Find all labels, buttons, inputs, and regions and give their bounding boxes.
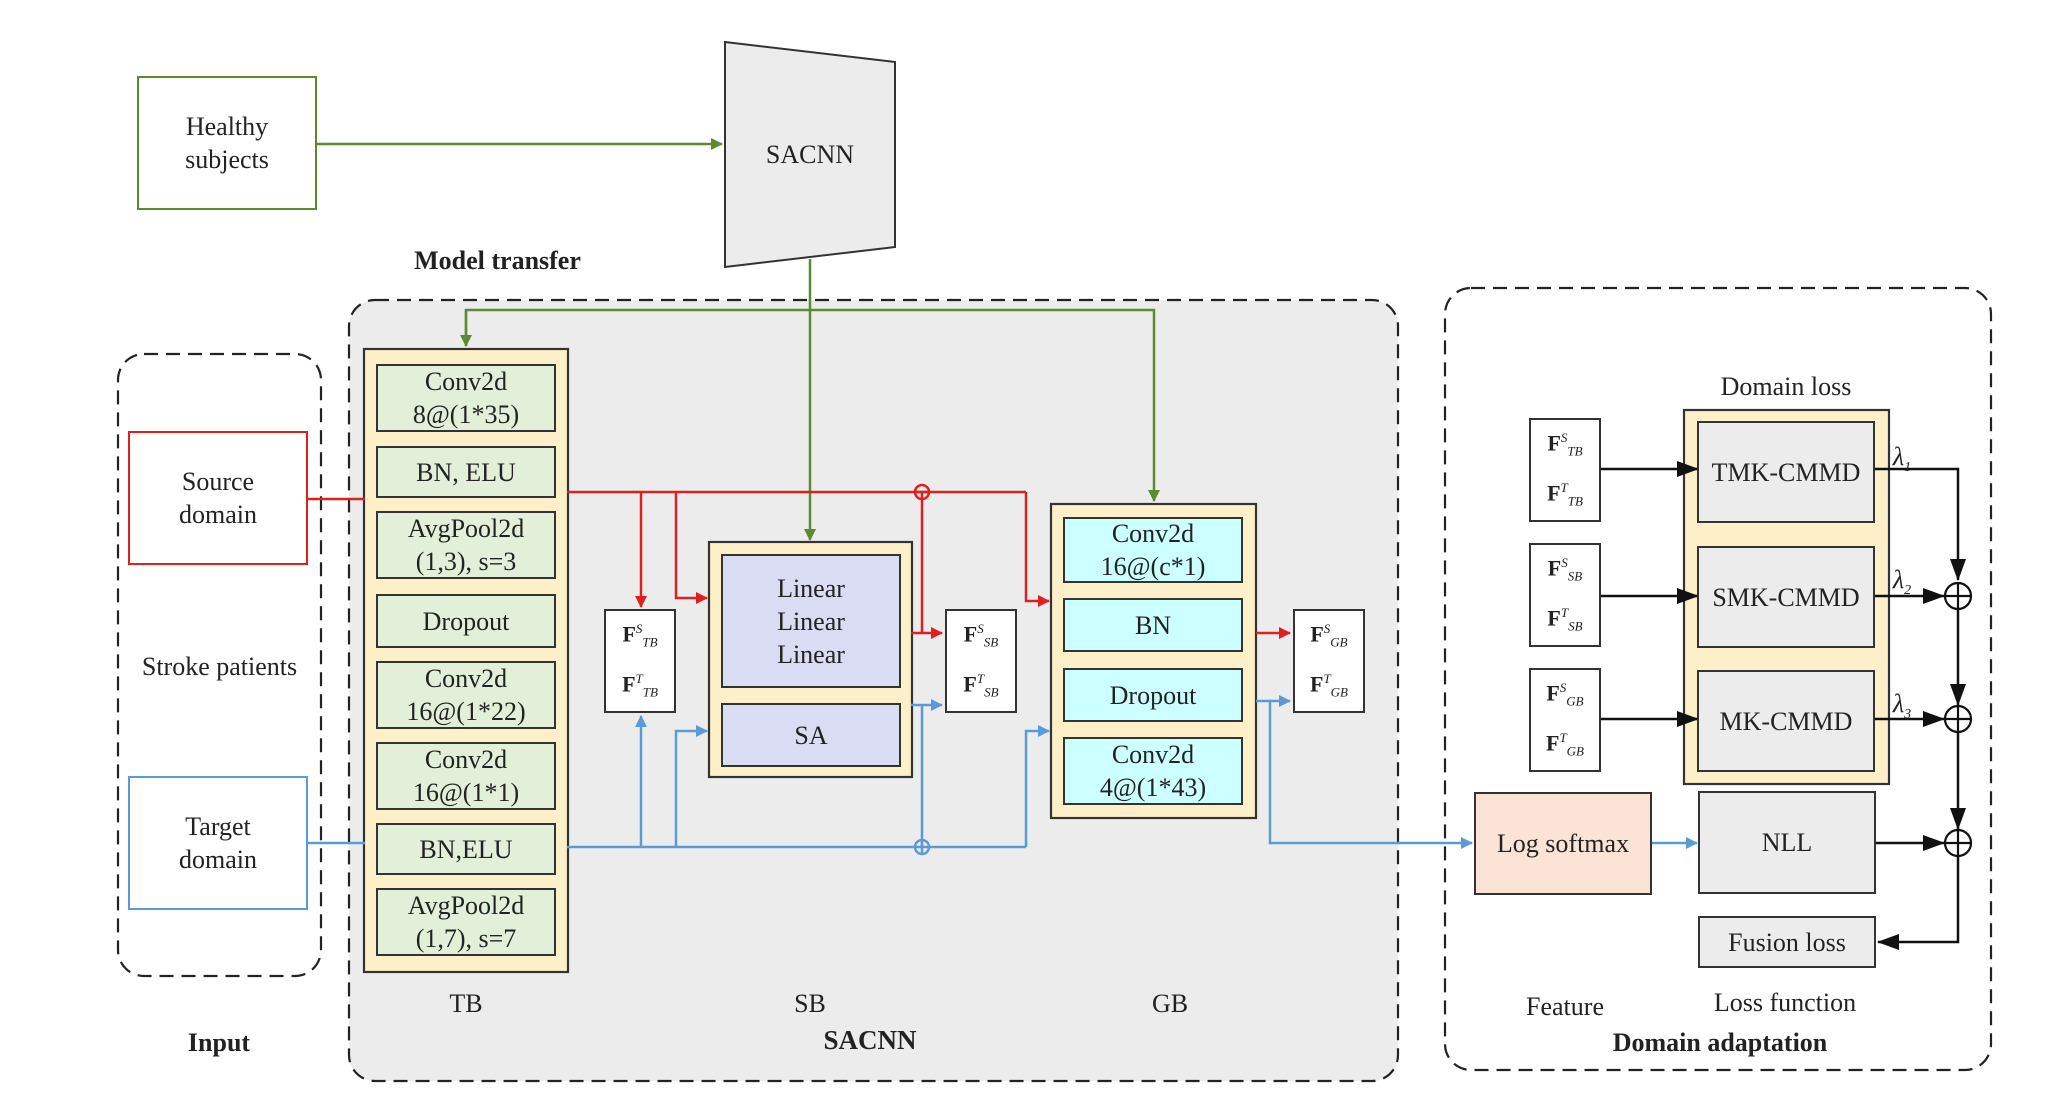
sb-label: SB [794,989,826,1018]
feature-gb: FSGB FTGB [1293,609,1365,713]
tmk-cmmd-text: TMK-CMMD [1711,457,1861,487]
feature-tb: FSTB FTTB [604,609,676,713]
tb-layer-avgpool1-line2: (1,3), s=3 [415,547,517,576]
da-feature-tb: FSTB FTTB [1529,418,1601,522]
sb-linear-2: Linear [777,606,845,636]
feature-gb-target: FTGB [1309,671,1349,700]
source-domain-box: Source domain [128,431,308,565]
tb-layer-bn-elu: BN, ELU [376,446,556,498]
tb-layer-dropout-text: Dropout [422,606,510,636]
gb-layer-conv1-line1: Conv2d [1111,519,1195,548]
gb-layer-conv1-line2: 16@(c*1) [1100,552,1206,581]
da-feature-sb: FSSB FTSB [1529,543,1601,647]
input-heading: Input [187,1028,251,1057]
tb-layer-conv3: Conv2d 16@(1*1) [376,742,556,810]
target-domain-box: Target domain [128,776,308,910]
gb-layer-conv2-line1: Conv2d [1111,740,1195,769]
top-model-label: SACNN [765,140,855,169]
feature-tb-source: FSTB [622,621,658,650]
sacnn-heading: SACNN [823,1025,917,1055]
target-line1: Target [185,812,251,841]
tb-layer-conv1: Conv2d 8@(1*35) [376,364,556,432]
mk-cmmd-text: MK-CMMD [1719,706,1853,736]
gb-layer-bn-text: BN [1134,610,1172,640]
sb-sa-block: SA [721,703,901,767]
nll-box: NLL [1698,791,1876,894]
tb-layer-bn-elu-text: BN, ELU [416,457,516,487]
tb-layer-bn-elu-2: BN,ELU [376,823,556,875]
domain-adaptation-heading: Domain adaptation [1612,1028,1828,1057]
tb-label: TB [449,989,483,1018]
fusion-loss-text: Fusion loss [1728,927,1846,957]
log-softmax-text: Log softmax [1496,829,1630,858]
nll-text: NLL [1761,828,1813,857]
tb-layer-conv1-line2: 8@(1*35) [412,400,520,429]
gb-layer-conv2: Conv2d 4@(1*43) [1063,737,1243,805]
domain-adaptation-panel [1443,286,1993,1072]
tb-layer-avgpool1: AvgPool2d (1,3), s=3 [376,511,556,579]
tb-layer-conv2: Conv2d 16@(1*22) [376,661,556,729]
tb-layer-conv2-line1: Conv2d [424,664,508,693]
gb-layer-bn: BN [1063,598,1243,652]
domain-loss-label: Domain loss [1720,372,1852,401]
healthy-line1: Healthy [185,112,269,141]
fusion-loss-box: Fusion loss [1698,916,1876,968]
stroke-patients-label: Stroke patients [141,652,298,681]
source-line2: domain [179,500,257,529]
healthy-line2: subjects [185,145,269,174]
gb-layer-dropout-text: Dropout [1109,680,1197,710]
sb-linear-block: Linear Linear Linear [721,554,901,688]
tb-layer-conv3-line2: 16@(1*1) [412,778,520,807]
sb-linear-1: Linear [777,573,845,603]
gb-layer-dropout: Dropout [1063,668,1243,722]
smk-cmmd-box: SMK-CMMD [1697,546,1875,648]
feature-gb-source: FSGB [1310,621,1348,650]
tb-layer-avgpool2-line2: (1,7), s=7 [415,924,517,953]
gb-label: GB [1151,989,1189,1018]
model-transfer-label: Model transfer [414,246,581,275]
da-feature-sb-source: FSSB [1547,555,1583,584]
da-feature-gb-target: FTGB [1545,730,1585,759]
feature-sb-target: FTSB [963,671,999,700]
input-panel [116,352,323,978]
tb-layer-conv1-line1: Conv2d [424,367,508,396]
feature-sb: FSSB FTSB [945,609,1017,713]
da-feature-tb-source: FSTB [1547,430,1583,459]
sb-sa-text: SA [794,720,828,750]
mk-cmmd-box: MK-CMMD [1697,670,1875,772]
tmk-cmmd-box: TMK-CMMD [1697,421,1875,523]
gb-layer-conv1: Conv2d 16@(c*1) [1063,517,1243,583]
gb-layer-conv2-line2: 4@(1*43) [1099,773,1207,802]
tb-layer-avgpool1-line1: AvgPool2d [407,514,525,543]
sb-linear-3: Linear [777,639,845,669]
tb-layer-avgpool2-line1: AvgPool2d [407,891,525,920]
smk-cmmd-text: SMK-CMMD [1712,582,1860,612]
lambda-2: λ2 [1892,565,1912,599]
sacnn-trapezoid [724,40,896,269]
da-feature-gb: FSGB FTGB [1529,668,1601,772]
da-feature-gb-source: FSGB [1546,680,1584,709]
da-feature-tb-target: FTTB [1547,480,1583,509]
lambda-3: λ3 [1892,689,1912,723]
da-feature-sb-target: FTSB [1547,605,1583,634]
tb-layer-avgpool2: AvgPool2d (1,7), s=7 [376,888,556,956]
source-line1: Source [181,467,255,496]
feature-sb-source: FSSB [963,621,999,650]
feature-tb-target: FTTB [622,671,658,700]
target-line2: domain [179,845,257,874]
tb-layer-dropout: Dropout [376,594,556,648]
log-softmax-box: Log softmax [1474,792,1652,895]
lambda-1: λ1 [1892,442,1912,476]
tb-layer-bn-elu-2-text: BN,ELU [419,834,513,864]
feature-label: Feature [1526,992,1604,1021]
loss-function-label: Loss function [1713,988,1857,1017]
healthy-subjects-box: Healthy subjects [137,76,317,210]
tb-layer-conv2-line2: 16@(1*22) [406,697,526,726]
tb-layer-conv3-line1: Conv2d [424,745,508,774]
